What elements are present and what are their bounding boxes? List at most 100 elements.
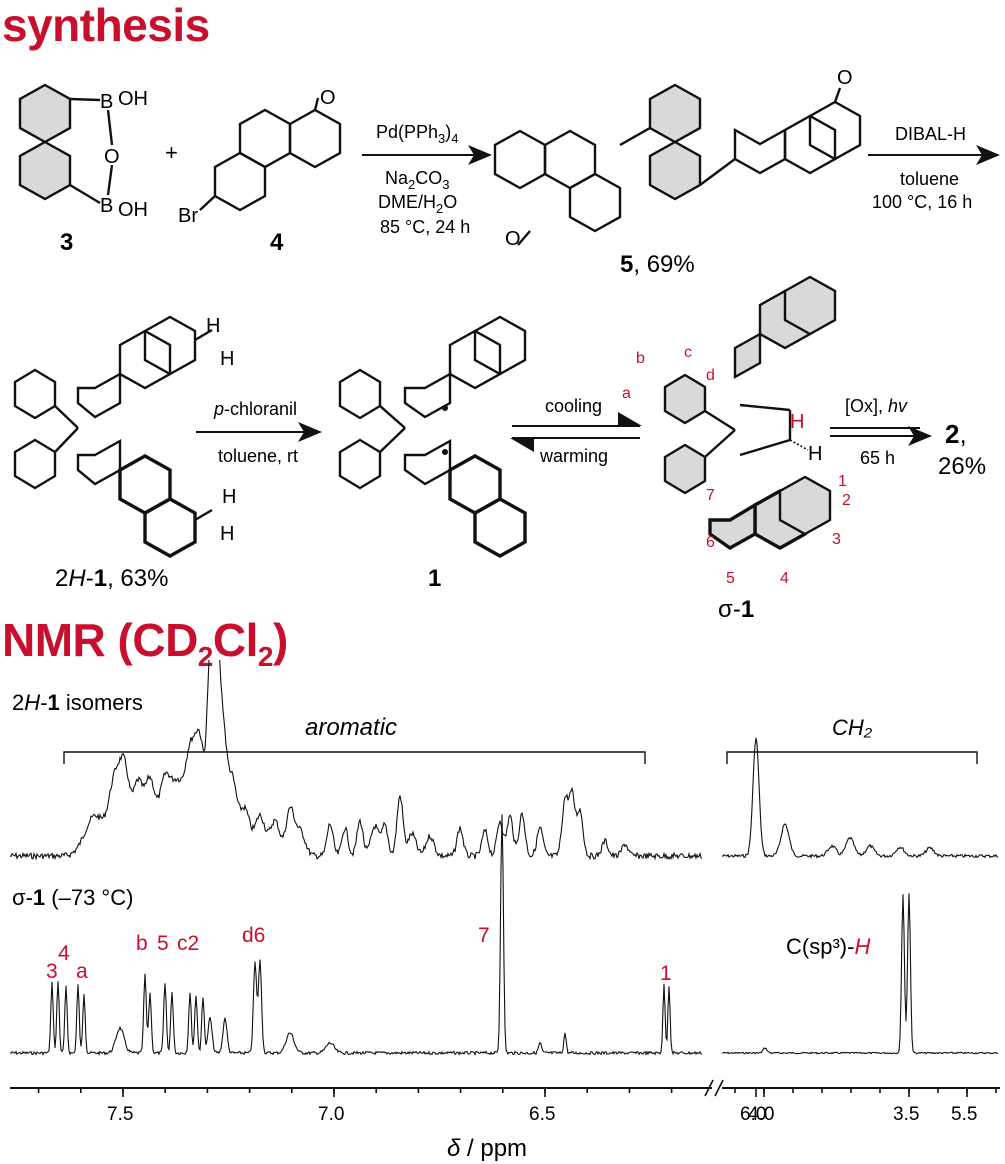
x-axis [10, 1079, 1000, 1097]
sigma1-bonds [704, 403, 792, 458]
nmr-title-sub1: 2 [197, 641, 214, 673]
compound-sigma1-label: σ-1 [718, 596, 754, 620]
x-axis-title: δ / ppm [447, 1135, 527, 1162]
aromatic-bracket [63, 751, 646, 764]
h-2h1-2: H [220, 348, 234, 370]
x-tick-label: 3.5 [893, 1104, 919, 1125]
h-2h1-3: H [222, 486, 236, 508]
x-tick-label: 6.5 [529, 1104, 555, 1125]
nmr-title-mid: Cl [212, 614, 259, 666]
trace2-aliphatic-line [721, 893, 999, 1055]
compound-3-structure [18, 83, 114, 205]
compound-3-label: 3 [60, 229, 73, 256]
reagent-chloranil: p-chloranil [213, 399, 297, 419]
equilibrium-cooling: cooling [545, 396, 602, 416]
compound-2h1-structure [13, 315, 213, 558]
sigma1-num-5: 5 [726, 570, 735, 587]
synthesis-scheme: B B O OH OH 3 + O Br 4 Pd(PPh3)4 Na2CO3 … [13, 67, 1000, 620]
compound-1-label: 1 [428, 565, 441, 592]
reagent-temp-1: 100 °C, 16 h [872, 192, 972, 212]
nmr-title: NMR (CD2Cl2) [2, 617, 288, 671]
sigma1-h-red: H [790, 411, 804, 433]
equilibrium-warming: warming [539, 446, 608, 466]
product-2-yield: 26% [938, 453, 986, 480]
ketone-o-5a: O [837, 67, 853, 89]
sigma1-h-black: H [808, 443, 822, 465]
reagent-toluene-1: toluene [900, 169, 959, 189]
nmr-title-suffix: ) [272, 614, 288, 666]
reagent-pd: Pd(PPh3)4 [376, 122, 459, 146]
x-tick-label: 4.0 [748, 1104, 774, 1125]
trace1-aliphatic-line [721, 737, 999, 859]
csp3-label: C(sp³)-H [786, 934, 870, 959]
reagent-base: Na2CO3 [385, 168, 449, 192]
compound-sigma1-structure [663, 275, 837, 551]
sigma1-num-4: 4 [780, 570, 789, 587]
x-axis-ticks: 7.5 7.0 6.5 6.0 5.5 4.0 3.5 [37, 1088, 997, 1125]
nmr-title-sub2: 2 [257, 641, 274, 673]
reagent-toluene-rt: toluene, rt [218, 446, 298, 466]
boron-1: B [100, 91, 113, 113]
compound-5-structure [648, 83, 702, 201]
sigma1-letter-b: b [636, 350, 645, 367]
sigma1-letter-c: c [684, 344, 692, 361]
reagent-65h: 65 h [860, 448, 895, 468]
compound-4-structure [199, 97, 342, 212]
reagent-solvent: DME/H2O [378, 192, 457, 216]
oh-1: OH [118, 88, 148, 110]
peak-label-5: 5 [157, 932, 169, 955]
x-tick-label: 6.0 [740, 1104, 766, 1125]
reagent-conditions: 85 °C, 24 h [380, 217, 470, 237]
peak-label-b: b [136, 932, 148, 955]
synthesis-title: synthesis [2, 0, 210, 51]
x-tick-label: 7.5 [107, 1104, 133, 1125]
bromine: Br [178, 205, 198, 227]
sigma1-num-1: 1 [838, 473, 847, 490]
ch2-bracket [726, 751, 978, 764]
trace2-label: σ-1 (–73 °C) [12, 885, 133, 910]
compound-4-label: 4 [270, 229, 284, 256]
peak-label-d6: d6 [242, 924, 265, 947]
sigma1-letter-d: d [706, 367, 715, 384]
trace2-aromatic-line [9, 814, 703, 1056]
peak-labels: 3 4 a b 5 c2 d6 7 1 [46, 924, 672, 985]
compound-2h1-label: 2H-1, 63% [55, 565, 168, 592]
plus-sign: + [165, 140, 178, 165]
sigma1-num-6: 6 [706, 534, 715, 551]
peak-label-7: 7 [478, 924, 490, 947]
oxygen-bridge: O [104, 146, 120, 168]
aromatic-label: aromatic [305, 714, 397, 741]
radical-dot-2 [442, 449, 448, 455]
radical-dot-1 [442, 405, 448, 411]
h-2h1-4: H [220, 523, 234, 545]
hash-bond [789, 439, 809, 451]
sigma1-num-7: 7 [706, 487, 715, 504]
x-tick-label: 7.0 [318, 1104, 344, 1125]
compound-1-structure [338, 315, 527, 558]
peak-label-3: 3 [46, 960, 58, 983]
peak-label-4: 4 [58, 942, 70, 965]
peak-label-1: 1 [660, 962, 672, 985]
ketone-o-5b: O [505, 228, 521, 250]
trace1-spectrum [9, 660, 999, 861]
peak-label-a: a [76, 960, 88, 983]
trace1-aromatic-line [9, 660, 703, 861]
compound-5-phenalenones [493, 87, 862, 246]
nmr-title-prefix: NMR (CD [2, 614, 198, 666]
trace2-spectrum [9, 814, 999, 1056]
oh-2: OH [118, 199, 148, 221]
h-2h1-1: H [206, 315, 220, 337]
nmr-spectra: 2H-1 isomers aromatic CH₂ σ-1 (–73 °C) 3… [9, 660, 1000, 1162]
compound-5-label: 5, 69% [620, 251, 695, 278]
sigma1-letter-a: a [622, 385, 631, 402]
product-2-label: 2, [945, 419, 967, 449]
reagent-ox-hv: [Ox], hv [845, 396, 908, 416]
x-tick-label: 5.5 [951, 1104, 977, 1125]
trace1-label: 2H-1 isomers [12, 690, 143, 715]
sigma1-num-3: 3 [832, 531, 841, 548]
sigma1-num-2: 2 [842, 492, 851, 509]
peak-label-c2: c2 [177, 932, 199, 955]
reagent-dibal: DIBAL-H [895, 124, 966, 144]
boron-2: B [100, 195, 113, 217]
ketone-o-4: O [320, 87, 336, 109]
